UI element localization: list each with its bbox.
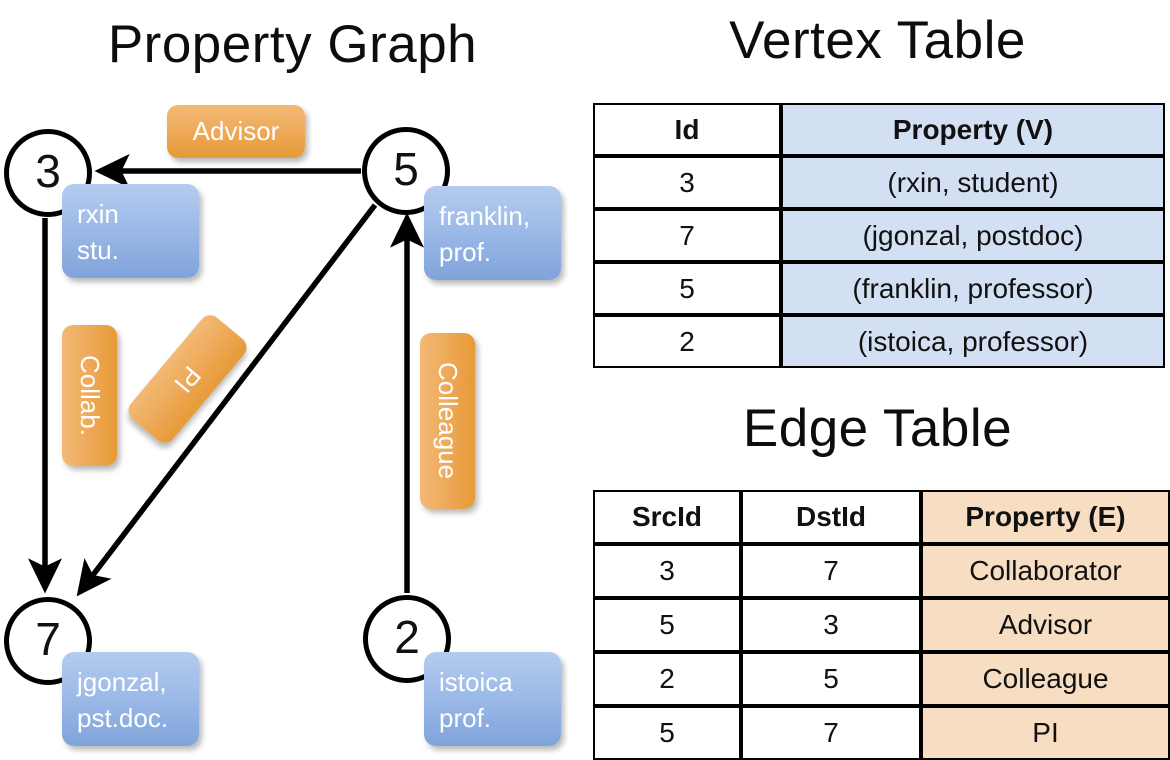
- edge-property-box-collab: Collab.: [62, 325, 117, 466]
- vertex-table-cell-property: (jgonzal, postdoc): [781, 209, 1165, 262]
- edge-table-header-property: Property (E): [921, 490, 1170, 544]
- edge-property-box-advisor: Advisor: [167, 105, 305, 158]
- edge-table-cell-dstid: 3: [741, 598, 921, 652]
- page-title-edge-table: Edge Table: [742, 399, 1013, 458]
- vertex-table-cell-id: 7: [593, 209, 781, 262]
- table-row: 5 3 Advisor: [593, 598, 1170, 652]
- table-row: 3 7 Collaborator: [593, 544, 1170, 598]
- vertex-table-cell-id: 5: [593, 262, 781, 315]
- property-graph-diagram: 3 5 7 2 rxin stu. franklin, prof. jgonza…: [4, 105, 561, 746]
- graph-vertex-5-label: 5: [393, 143, 419, 195]
- graph-vertex-3-label: 3: [35, 145, 61, 197]
- edge-table-cell-srcid: 5: [593, 706, 741, 760]
- vertex-table-cell-property: (istoica, professor): [781, 315, 1165, 368]
- edge-table-cell-srcid: 2: [593, 652, 741, 706]
- table-row: 5 (franklin, professor): [593, 262, 1165, 315]
- edge-table-cell-srcid: 5: [593, 598, 741, 652]
- page-title-property-graph: Property Graph: [107, 15, 478, 74]
- vertex-table-cell-id: 3: [593, 156, 781, 209]
- vertex-property-box-jgonzal: jgonzal, pst.doc.: [62, 652, 199, 746]
- vertex-table-header-property: Property (V): [781, 103, 1165, 156]
- edge-table-cell-property: Advisor: [921, 598, 1170, 652]
- vertex-table: Id Property (V) 3 (rxin, student) 7 (jgo…: [593, 103, 1165, 368]
- vertex-table-cell-property: (rxin, student): [781, 156, 1165, 209]
- edge-table-cell-dstid: 7: [741, 706, 921, 760]
- table-row: 2 (istoica, professor): [593, 315, 1165, 368]
- edge-table-header-row: SrcId DstId Property (E): [593, 490, 1170, 544]
- vertex-table-header-id: Id: [593, 103, 781, 156]
- edge-property-box-colleague: Colleague: [420, 333, 475, 509]
- edge-table-cell-dstid: 5: [741, 652, 921, 706]
- vertex-property-box-franklin: franklin, prof.: [424, 186, 561, 280]
- vertex-table-cell-property: (franklin, professor): [781, 262, 1165, 315]
- vertex-property-box-istoica: istoica prof.: [424, 652, 561, 746]
- graph-vertex-5[interactable]: 5: [362, 127, 450, 215]
- edge-table-cell-property: Colleague: [921, 652, 1170, 706]
- edge-table-header-srcid: SrcId: [593, 490, 741, 544]
- vertex-table-cell-id: 2: [593, 315, 781, 368]
- page-title-vertex-table: Vertex Table: [729, 11, 1026, 70]
- edge-property-label-collab: Collab.: [75, 355, 105, 436]
- graph-vertex-2-label: 2: [394, 611, 420, 663]
- graph-vertex-2[interactable]: 2: [363, 595, 451, 683]
- edge-property-label-colleague: Colleague: [433, 362, 463, 480]
- edge-property-label-advisor: Advisor: [192, 116, 280, 146]
- edge-property-label-pi: PI: [168, 360, 208, 399]
- edge-table-cell-dstid: 7: [741, 544, 921, 598]
- table-row: 2 5 Colleague: [593, 652, 1170, 706]
- edge-table-cell-property: Collaborator: [921, 544, 1170, 598]
- edge-table-cell-property: PI: [921, 706, 1170, 760]
- edge-table-cell-srcid: 3: [593, 544, 741, 598]
- graph-edge-lines: [27, 153, 425, 597]
- table-row: 5 7 PI: [593, 706, 1170, 760]
- edge-table: SrcId DstId Property (E) 3 7 Collaborato…: [593, 490, 1170, 760]
- vertex-property-box-rxin: rxin stu.: [62, 184, 199, 278]
- vertex-table-header-row: Id Property (V): [593, 103, 1165, 156]
- table-row: 7 (jgonzal, postdoc): [593, 209, 1165, 262]
- graph-vertex-7-label: 7: [35, 613, 61, 665]
- edge-table-header-dstid: DstId: [741, 490, 921, 544]
- edge-5-to-7: [76, 203, 378, 597]
- table-row: 3 (rxin, student): [593, 156, 1165, 209]
